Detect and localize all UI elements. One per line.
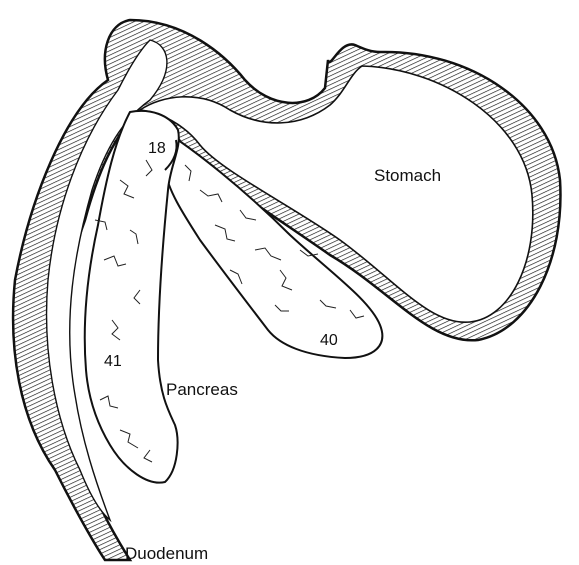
marker-40: 40 [320, 332, 338, 349]
pancreas-label: Pancreas [166, 380, 238, 399]
marker-41: 41 [104, 353, 122, 370]
duodenum-label: Duodenum [125, 544, 208, 563]
marker-18: 18 [148, 140, 166, 157]
stomach-label: Stomach [374, 166, 441, 185]
